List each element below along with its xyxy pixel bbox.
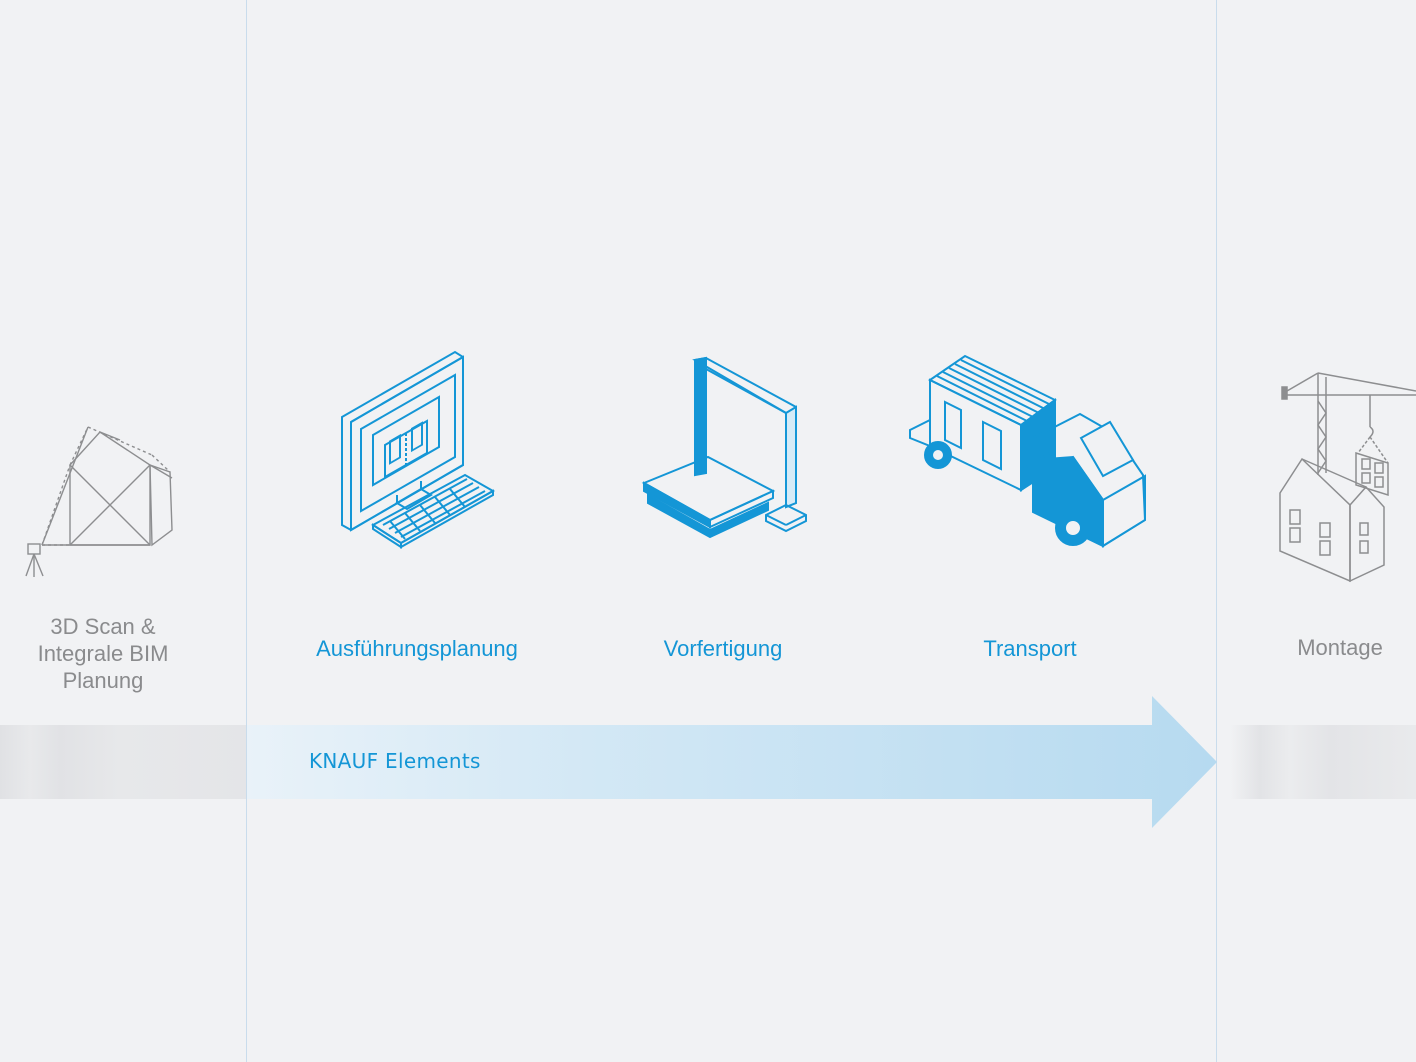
- computer-planning-icon: [341, 350, 496, 549]
- step-label-vorfertigung: Vorfertigung: [663, 636, 783, 661]
- column-divider-right: [1216, 0, 1217, 1062]
- process-arrow: [247, 696, 1217, 828]
- crane-assembly-icon: [1279, 372, 1416, 583]
- step-label-transport: Transport: [983, 636, 1077, 661]
- step-label-montage: Montage: [1297, 635, 1383, 660]
- step-label-3d-scan: 3D Scan & Integrale BIM Planung: [37, 614, 169, 693]
- column-divider-left: [246, 0, 247, 1062]
- knauf-elements-label: KNAUF Elements: [309, 749, 481, 773]
- truck-transport-icon: [909, 354, 1147, 548]
- house-3d-scan-icon: [25, 426, 173, 577]
- step-label-ausfuehrungsplanung: Ausführungsplanung: [316, 636, 518, 661]
- prefabrication-machine-icon: [641, 356, 807, 539]
